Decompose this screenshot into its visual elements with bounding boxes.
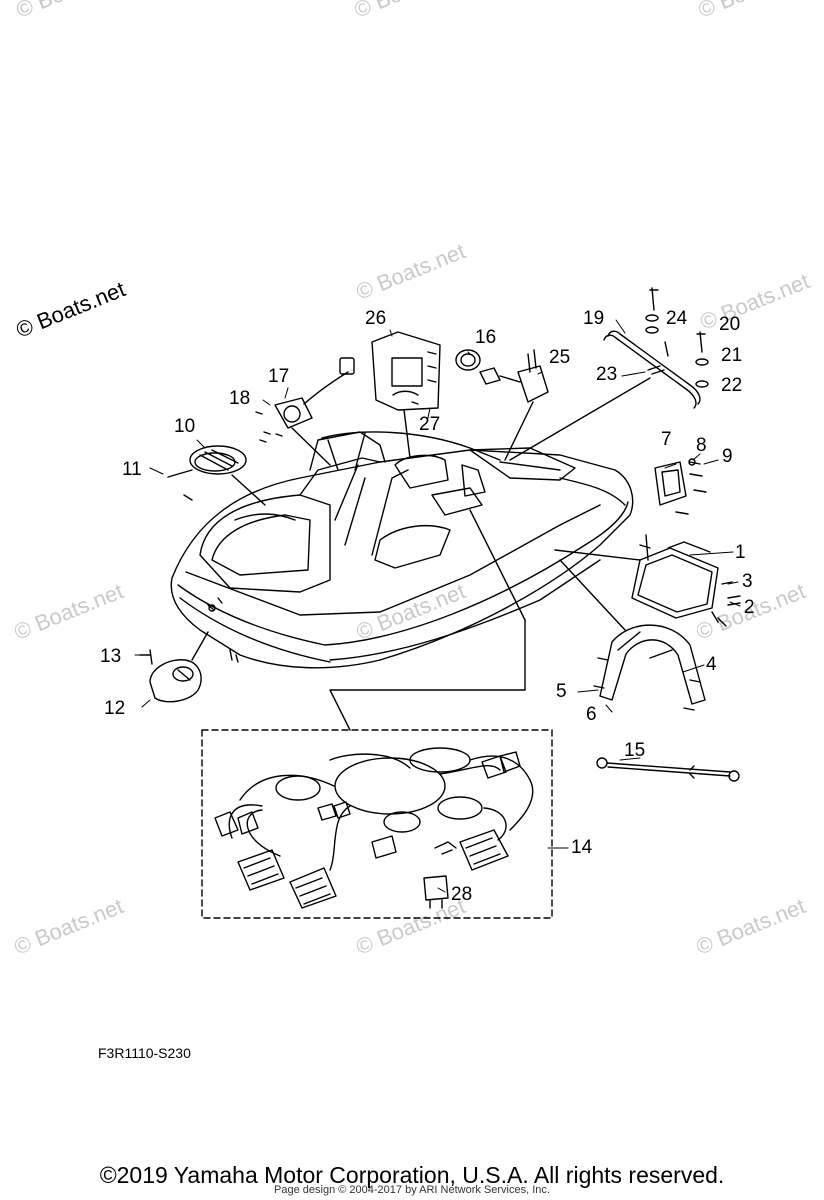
callout-27: 27 — [419, 414, 440, 435]
callout-3: 3 — [742, 571, 753, 592]
callout-19: 19 — [583, 308, 604, 329]
callout-14: 14 — [571, 837, 593, 858]
watermark-text: © Boats.net — [353, 238, 469, 304]
callout-28: 28 — [451, 884, 472, 905]
leader-lines — [134, 319, 741, 893]
callout-18: 18 — [229, 388, 250, 409]
page-design-credit: Page design © 2004-2017 by ARI Network S… — [274, 1184, 550, 1196]
wiring-harness-part-14 — [201, 509, 553, 919]
diagram-code: F3R1110-S230 — [98, 1045, 191, 1061]
callout-16: 16 — [475, 327, 496, 348]
watermark-text: © Boats.net — [11, 578, 127, 644]
callout-6: 6 — [586, 704, 597, 725]
callout-13: 13 — [100, 646, 121, 667]
callout-24: 24 — [666, 308, 688, 329]
watermark-text: © Boats.net — [695, 0, 811, 23]
callout-4: 4 — [706, 654, 717, 675]
callout-25: 25 — [549, 347, 570, 368]
meter-panel-part-26 — [371, 331, 441, 459]
callout-21: 21 — [721, 345, 742, 366]
boat-deck — [199, 431, 626, 612]
watermark-text: © Boats.net — [13, 276, 129, 342]
speaker-part-10 — [167, 445, 266, 506]
callout-5: 5 — [556, 681, 567, 702]
watermark-text: © Boats.net — [13, 0, 129, 23]
callout-20: 20 — [719, 314, 740, 335]
strap-parts-4-6 — [559, 559, 706, 711]
callout-8: 8 — [696, 435, 707, 456]
callout-23: 23 — [596, 364, 617, 385]
watermark-text: © Boats.net — [693, 893, 809, 959]
callout-11: 11 — [122, 459, 142, 480]
callout-22: 22 — [721, 375, 742, 396]
callout-1: 1 — [735, 542, 746, 563]
callout-10: 10 — [174, 416, 195, 437]
bracket-parts-7-9 — [639, 458, 707, 561]
callout-15: 15 — [624, 740, 645, 761]
callout-2: 2 — [744, 597, 755, 618]
handle-parts-19-24 — [509, 287, 709, 461]
copyright-notice: ©2019 Yamaha Motor Corporation, U.S.A. A… — [99, 1162, 725, 1188]
speaker-grille-part-17 — [255, 357, 355, 466]
watermark-text: © Boats.net — [697, 268, 813, 334]
cable-part-15 — [596, 757, 740, 782]
battery-box-parts-1-3 — [554, 541, 741, 627]
boat-hull — [170, 449, 634, 669]
horn-parts-12-13 — [139, 631, 209, 703]
callout-17: 17 — [268, 366, 289, 387]
gauge-parts-16-25 — [455, 349, 549, 461]
watermark-text: © Boats.net — [351, 0, 467, 23]
callout-9: 9 — [722, 446, 733, 467]
callout-7: 7 — [661, 429, 672, 450]
callout-12: 12 — [104, 698, 125, 719]
watermark-text: © Boats.net — [11, 893, 127, 959]
callout-26: 26 — [365, 308, 386, 329]
